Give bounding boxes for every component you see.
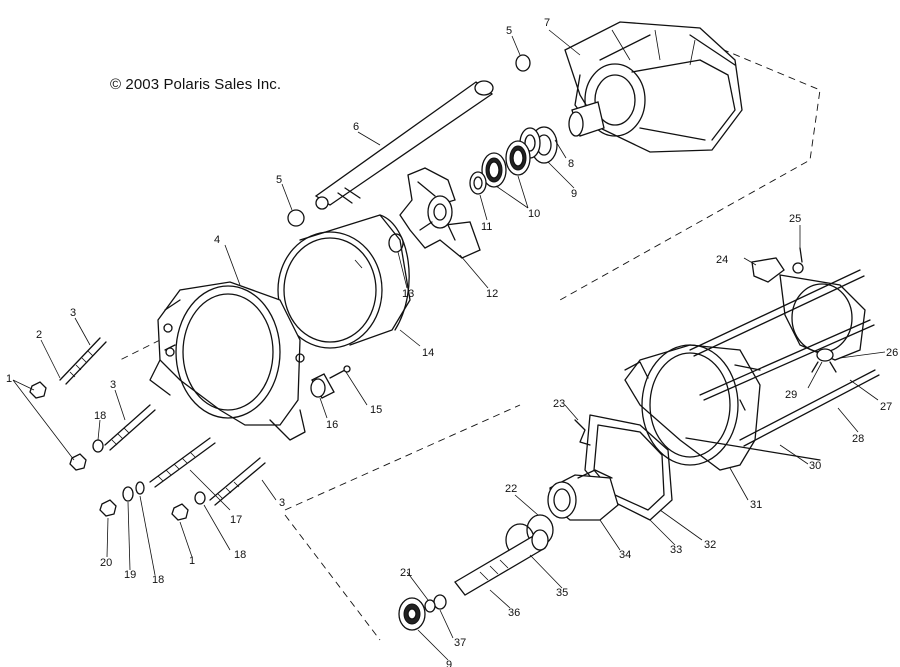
bearing-9-bottom: [398, 597, 426, 631]
callout-1: 1: [189, 555, 195, 567]
callout-11: 11: [481, 221, 492, 233]
washer-18-low: [135, 481, 145, 495]
callout-32: 32: [704, 539, 716, 551]
washer-18-left: [92, 439, 104, 453]
stud-3-mid: [104, 404, 156, 451]
washer-19: [122, 486, 134, 502]
callout-21: 21: [400, 567, 412, 579]
callout-29: 29: [785, 389, 797, 401]
callout-18: 18: [94, 410, 106, 422]
callout-18: 18: [234, 549, 246, 561]
callout-10: 10: [528, 208, 540, 220]
callout-17: 17: [230, 514, 242, 526]
callout-19: 19: [124, 569, 136, 581]
callout-20: 20: [100, 557, 112, 569]
callout-5: 5: [276, 174, 282, 186]
shaft-36: [454, 529, 549, 596]
spacer-11: [469, 171, 487, 195]
nozzle-34: [547, 469, 619, 521]
ring-21: [424, 599, 436, 613]
copyright-notice: © 2003 Polaris Sales Inc.: [110, 76, 282, 93]
wear-ring-14: [277, 214, 411, 349]
bushing-16: [310, 373, 335, 399]
nut-20: [99, 499, 117, 517]
callout-35: 35: [556, 587, 568, 599]
callout-28: 28: [852, 433, 864, 445]
leader-lines: [12, 29, 886, 661]
callout-24: 24: [716, 254, 728, 266]
callout-27: 27: [880, 401, 892, 413]
callout-2: 2: [36, 329, 42, 341]
nut-1-mid: [69, 453, 87, 471]
callout-14: 14: [422, 347, 434, 359]
callout-12: 12: [486, 288, 498, 300]
callout-30: 30: [809, 460, 821, 472]
callout-4: 4: [214, 234, 220, 246]
linkage-29: [811, 348, 837, 373]
stud-3-top: [59, 337, 107, 385]
callout-13: 13: [402, 288, 414, 300]
callout-5: 5: [506, 25, 512, 37]
callout-16: 16: [326, 419, 338, 431]
screw-15: [329, 365, 351, 379]
clip-23: [574, 419, 591, 446]
ring-37: [433, 594, 447, 610]
nut-1-low: [171, 503, 189, 521]
callout-3: 3: [110, 379, 116, 391]
o-ring-5-top: [515, 54, 531, 72]
intake-housing-4: [149, 281, 306, 441]
callout-3: 3: [70, 307, 76, 319]
lever-24: [751, 247, 804, 283]
sleeve-8: [568, 101, 605, 137]
callout-9: 9: [571, 188, 577, 200]
callout-18: 18: [152, 574, 164, 586]
callout-37: 37: [454, 637, 466, 649]
nozzle-housing-31: [624, 344, 761, 471]
assembly-guide-lines: [119, 39, 821, 641]
pump-housing-7: [564, 21, 743, 153]
callout-36: 36: [508, 607, 520, 619]
stud-17: [149, 437, 216, 488]
callout-23: 23: [553, 398, 565, 410]
o-ring-5-left: [287, 209, 305, 227]
callout-33: 33: [670, 544, 682, 556]
callout-9: 9: [446, 659, 452, 667]
callout-22: 22: [505, 483, 517, 495]
callout-25: 25: [789, 213, 801, 225]
impeller-12: [399, 167, 481, 259]
washer-18-right: [194, 491, 206, 505]
drive-shaft-6: [314, 80, 494, 210]
callout-15: 15: [370, 404, 382, 416]
callout-6: 6: [353, 121, 359, 133]
nut-1-top: [29, 381, 47, 399]
callout-labels: 1 1 2 3 3 3 4 5 5 6 7 8 9 9 10 11 12 13 …: [6, 17, 898, 667]
callout-31: 31: [750, 499, 762, 511]
callout-34: 34: [619, 549, 631, 561]
seals-10: [481, 140, 531, 188]
gasket-plate-32: [584, 414, 673, 521]
callout-3: 3: [279, 497, 285, 509]
callout-1: 1: [6, 373, 12, 385]
callout-26: 26: [886, 347, 898, 359]
stud-3-low: [209, 457, 266, 506]
callout-8: 8: [568, 158, 574, 170]
callout-7: 7: [544, 17, 550, 29]
